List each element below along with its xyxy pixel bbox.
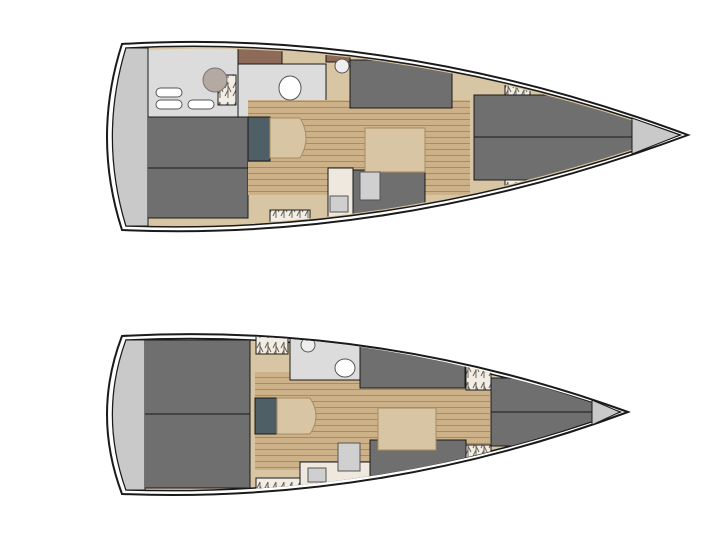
washbasin-icon xyxy=(334,58,350,74)
coiled-rope-icon xyxy=(202,67,228,93)
toilet-icon xyxy=(334,358,356,378)
stern-platform xyxy=(112,47,149,227)
aft-berth-upper-cushion xyxy=(145,339,251,415)
aft-berth-lower-cushion xyxy=(145,413,251,489)
companionway-steps xyxy=(276,397,317,435)
hanging-locker xyxy=(255,334,289,355)
fender-icon xyxy=(187,99,215,110)
sink-icon xyxy=(307,467,327,483)
stern-platform xyxy=(112,339,146,491)
fender-icon xyxy=(155,99,183,110)
fender-icon xyxy=(155,87,183,98)
layout-top xyxy=(106,40,691,233)
layout-bottom xyxy=(106,333,631,496)
aft-berth-lower-cushion xyxy=(148,167,249,219)
companionway-steps xyxy=(269,117,307,159)
locker-brown xyxy=(237,48,283,65)
stove-icon xyxy=(337,442,361,472)
saloon-table xyxy=(377,407,437,451)
aft-berth-upper-cushion xyxy=(148,116,249,169)
saloon-table xyxy=(364,127,426,173)
toilet-icon xyxy=(278,75,302,101)
nav-station xyxy=(247,116,271,162)
settee-port-cushion xyxy=(349,59,453,109)
locker-brown xyxy=(299,487,341,491)
sink-icon xyxy=(329,195,349,213)
v-berth-cushion xyxy=(473,94,633,138)
nav-station xyxy=(254,397,278,435)
stove-icon xyxy=(359,171,381,201)
